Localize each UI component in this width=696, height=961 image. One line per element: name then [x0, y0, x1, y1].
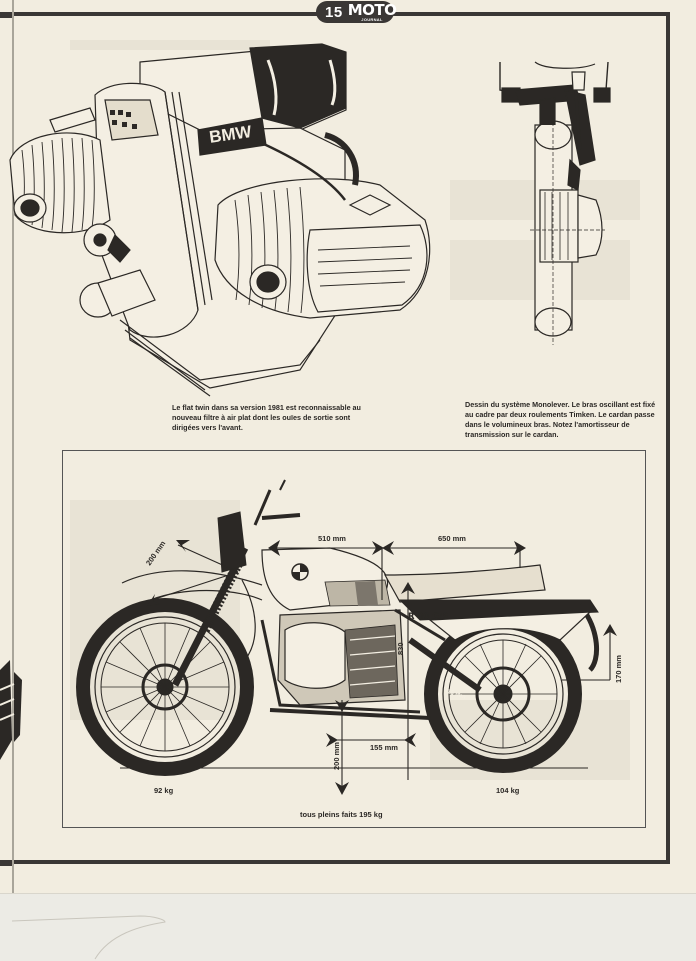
dim-rear-fender: 170 mm [614, 655, 623, 683]
engine-caption: Le flat twin dans sa version 1981 est re… [172, 403, 361, 432]
page-number: 15 [325, 3, 343, 21]
magazine-page: 15 MOTO JOURNAL [0, 0, 670, 900]
page-fold [12, 0, 14, 900]
dim-seat-height: 830 [396, 642, 405, 655]
pencil-mark [11, 915, 166, 960]
previous-page-edge [0, 12, 12, 18]
weight-front: 92 kg [154, 786, 174, 795]
monolever-caption: Dessin du système Monolever. Le bras osc… [465, 400, 656, 439]
monolever-illustration [499, 61, 611, 345]
page-header-badge: 15 MOTO JOURNAL [316, 0, 397, 23]
motorcycle-diagram [76, 479, 617, 795]
underlying-sheet [0, 893, 696, 961]
show-through-text [70, 40, 270, 50]
model-badge: R 80 G/S [408, 612, 449, 622]
weight-rear: 104 kg [496, 786, 520, 795]
dim-tank-length: 510 mm [318, 534, 346, 543]
motorcycle-diagram-box [62, 450, 646, 828]
dim-seat-length: 650 mm [438, 534, 466, 543]
logo-main-text: MOTO [347, 0, 397, 19]
previous-page-edge [0, 860, 12, 866]
previous-page-fragment [0, 660, 22, 760]
dim-footpeg: 155 mm [370, 743, 398, 752]
logo-sub-text: JOURNAL [361, 16, 383, 22]
engine-illustration [9, 43, 431, 397]
dim-ground-clearance: 200 mm [332, 742, 341, 770]
page-frame-right [666, 12, 670, 864]
moto-journal-logo: MOTO JOURNAL [347, 0, 397, 22]
page-frame-bottom [14, 860, 670, 864]
weight-total: tous pleins faits 195 kg [300, 810, 383, 819]
